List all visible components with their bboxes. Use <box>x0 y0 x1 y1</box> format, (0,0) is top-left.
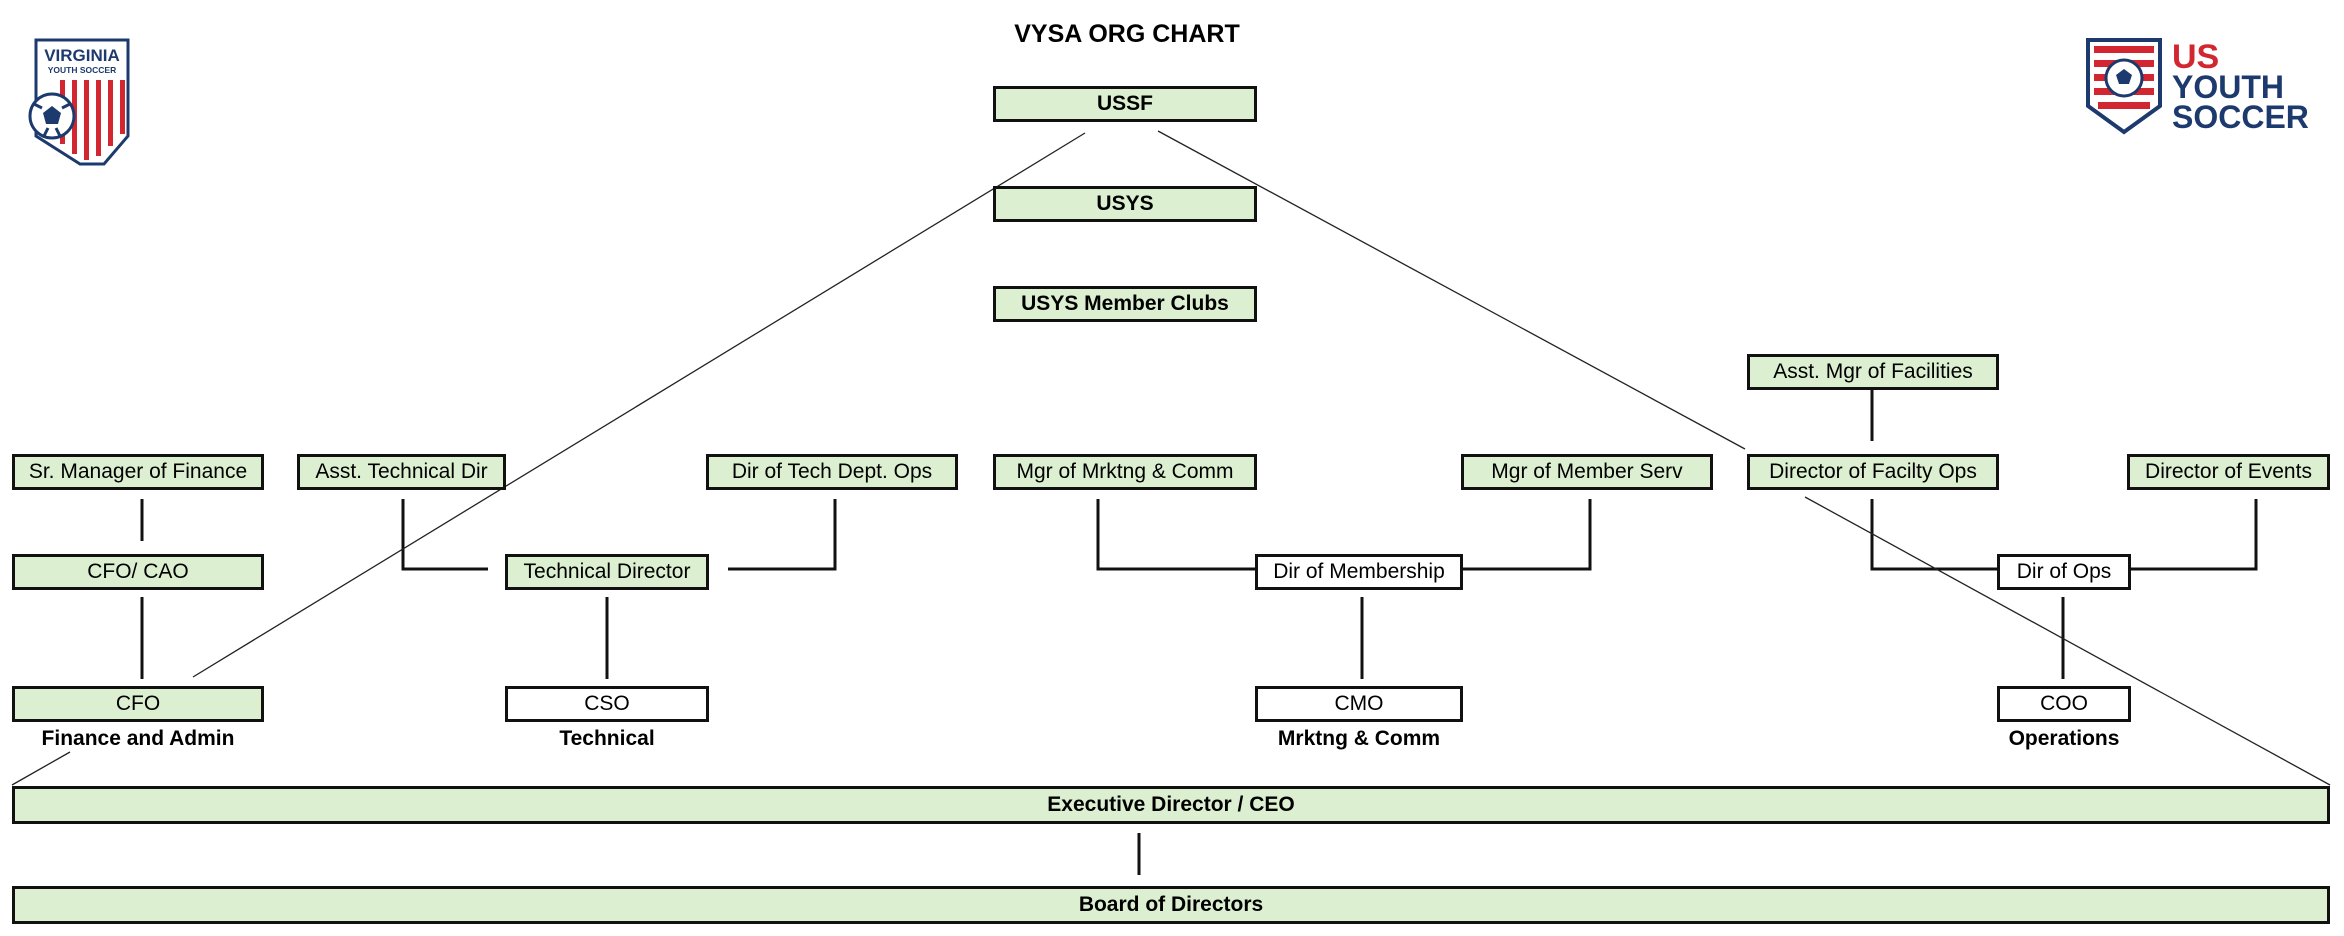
mgr-mrktng-comm-box: Mgr of Mrktng & Comm <box>993 454 1257 490</box>
us-youth-soccer-logo: US YOUTH SOCCER <box>2086 38 2309 135</box>
dept-label-operations: Operations <box>2008 727 2120 750</box>
cfo-cao-box: CFO/ CAO <box>12 554 264 590</box>
dir-membership-box: Dir of Membership <box>1255 554 1463 590</box>
dir-tech-dept-ops-box: Dir of Tech Dept. Ops <box>706 454 958 490</box>
director-facility-ops-box: Director of Facilty Ops <box>1747 454 1999 490</box>
usys-member-clubs-box: USYS Member Clubs <box>993 286 1257 322</box>
executive-director-box: Executive Director / CEO <box>12 786 2330 824</box>
asst-mgr-facilities-box: Asst. Mgr of Facilities <box>1747 354 1999 390</box>
svg-text:VIRGINIA: VIRGINIA <box>44 46 120 65</box>
dept-label-technical: Technical <box>559 727 655 750</box>
ussf-box: USSF <box>993 86 1257 122</box>
svg-text:YOUTH SOCCER: YOUTH SOCCER <box>48 65 116 75</box>
sr-manager-finance-box: Sr. Manager of Finance <box>12 454 264 490</box>
cmo-box: CMO <box>1255 686 1463 722</box>
svg-text:YOUTH: YOUTH <box>2172 69 2284 105</box>
asst-technical-dir-box: Asst. Technical Dir <box>297 454 506 490</box>
svg-text:US: US <box>2172 38 2219 76</box>
technical-director-box: Technical Director <box>505 554 709 590</box>
chart-title: VYSA ORG CHART <box>1014 20 1240 48</box>
board-of-directors-box: Board of Directors <box>12 886 2330 924</box>
svg-text:SOCCER: SOCCER <box>2172 99 2309 135</box>
cso-box: CSO <box>505 686 709 722</box>
vysa-logo: VIRGINIA YOUTH SOCCER <box>28 38 130 166</box>
cfo-box: CFO <box>12 686 264 722</box>
dir-ops-box: Dir of Ops <box>1997 554 2131 590</box>
dept-label-marketing: Mrktng & Comm <box>1277 727 1441 750</box>
coo-box: COO <box>1997 686 2131 722</box>
director-events-box: Director of Events <box>2127 454 2330 490</box>
dept-label-finance: Finance and Admin <box>41 727 235 750</box>
mgr-member-serv-box: Mgr of Member Serv <box>1461 454 1713 490</box>
usys-box: USYS <box>993 186 1257 222</box>
